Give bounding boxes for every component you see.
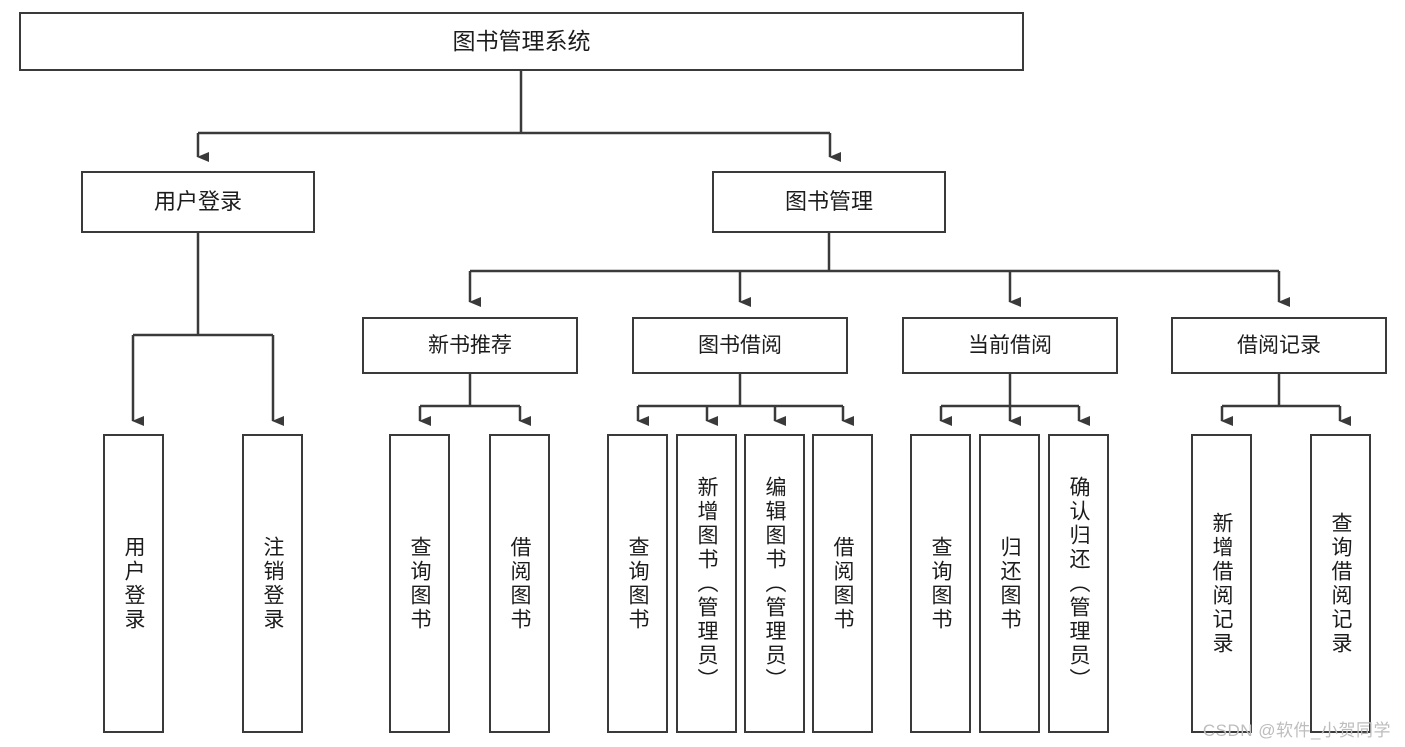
leaf-new-book-borrow[interactable]: 借阅图书 <box>489 434 550 733</box>
leaf-user-login-signout-label: 注销登录 <box>261 535 284 632</box>
leaf-borrow-borrow-book-label: 借阅图书 <box>831 535 854 632</box>
leaf-record-query[interactable]: 查询借阅记录 <box>1310 434 1371 733</box>
leaf-user-login-signout[interactable]: 注销登录 <box>242 434 303 733</box>
node-user-login[interactable]: 用户登录 <box>81 171 315 233</box>
leaf-borrow-query-book-label: 查询图书 <box>626 535 649 632</box>
node-borrow-record[interactable]: 借阅记录 <box>1171 317 1387 374</box>
leaf-new-book-borrow-label: 借阅图书 <box>508 535 531 632</box>
leaf-new-book-query[interactable]: 查询图书 <box>389 434 450 733</box>
node-book-borrow-label: 图书借阅 <box>698 334 782 357</box>
leaf-current-return-book-label: 归还图书 <box>998 535 1021 632</box>
leaf-record-add[interactable]: 新增借阅记录 <box>1191 434 1252 733</box>
leaf-user-login-signin-label: 用户登录 <box>122 535 145 632</box>
leaf-current-confirm-return-label: 确认归还（管理员） <box>1067 475 1090 692</box>
node-borrow-record-label: 借阅记录 <box>1237 334 1321 357</box>
leaf-current-return-book[interactable]: 归还图书 <box>979 434 1040 733</box>
watermark: CSDN @软件_小贺同学 <box>1202 721 1391 740</box>
leaf-current-query-book[interactable]: 查询图书 <box>910 434 971 733</box>
node-book-management[interactable]: 图书管理 <box>712 171 946 233</box>
node-book-borrow[interactable]: 图书借阅 <box>632 317 848 374</box>
node-current-borrow[interactable]: 当前借阅 <box>902 317 1118 374</box>
node-book-management-label: 图书管理 <box>784 189 873 214</box>
leaf-current-confirm-return[interactable]: 确认归还（管理员） <box>1048 434 1109 733</box>
leaf-current-query-book-label: 查询图书 <box>929 535 952 632</box>
node-new-book-recommend[interactable]: 新书推荐 <box>362 317 578 374</box>
leaf-borrow-edit-book[interactable]: 编辑图书（管理员） <box>744 434 805 733</box>
leaf-new-book-query-label: 查询图书 <box>408 535 431 632</box>
node-root-label: 图书管理系统 <box>452 28 591 54</box>
leaf-borrow-add-book[interactable]: 新增图书（管理员） <box>676 434 737 733</box>
node-root[interactable]: 图书管理系统 <box>19 12 1024 71</box>
node-current-borrow-label: 当前借阅 <box>968 334 1052 357</box>
node-new-book-recommend-label: 新书推荐 <box>428 334 512 357</box>
leaf-record-add-label: 新增借阅记录 <box>1210 511 1233 656</box>
leaf-user-login-signin[interactable]: 用户登录 <box>103 434 164 733</box>
leaf-borrow-borrow-book[interactable]: 借阅图书 <box>812 434 873 733</box>
node-user-login-label: 用户登录 <box>153 189 242 214</box>
leaf-borrow-edit-book-label: 编辑图书（管理员） <box>763 475 786 692</box>
leaf-borrow-query-book[interactable]: 查询图书 <box>607 434 668 733</box>
leaf-borrow-add-book-label: 新增图书（管理员） <box>695 475 718 692</box>
leaf-record-query-label: 查询借阅记录 <box>1329 511 1352 656</box>
